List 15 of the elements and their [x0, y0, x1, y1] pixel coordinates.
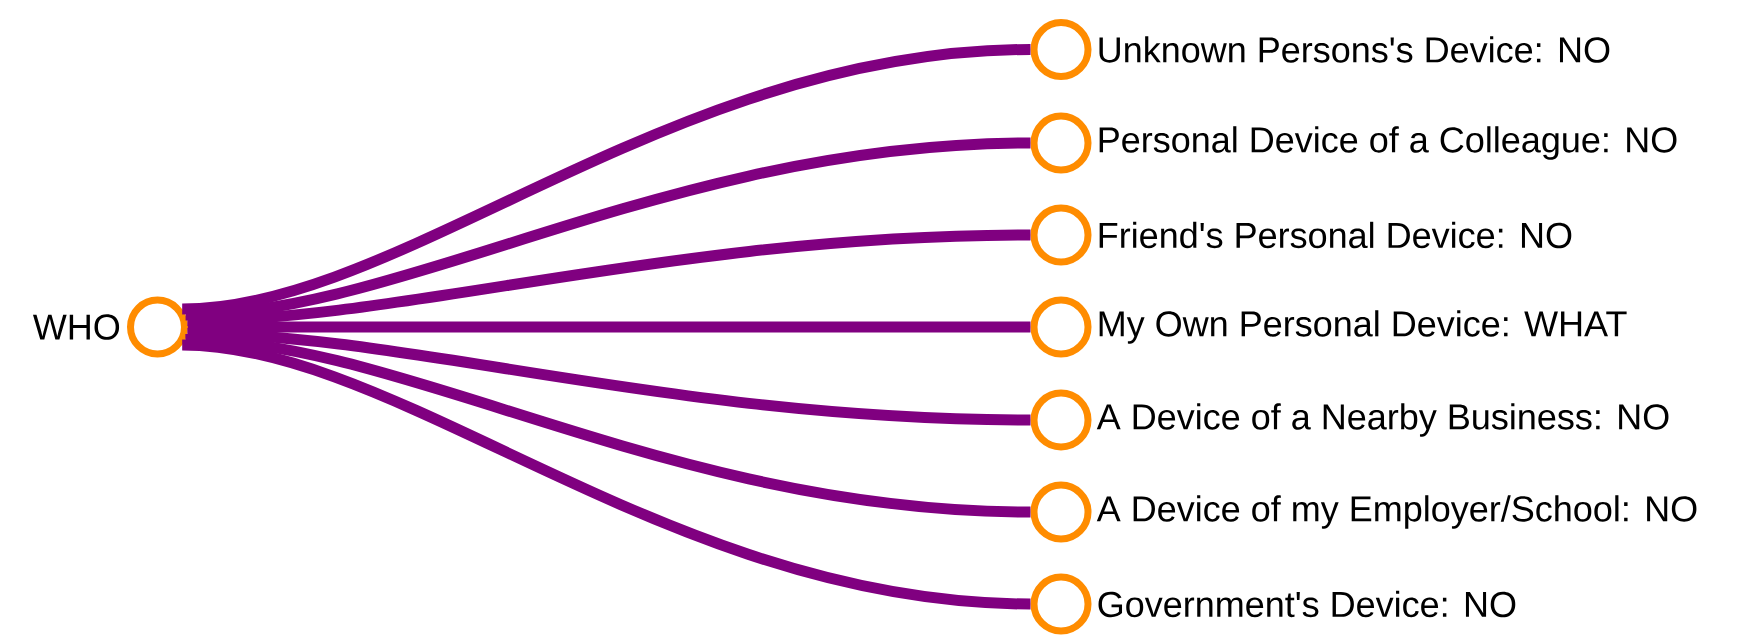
node-label: My Own Personal Device: WHAT [1099, 310, 1627, 344]
connector-line [185, 137, 1031, 321]
node-label: Personal Device of a Colleague: NO [1099, 126, 1677, 160]
connector-line [187, 327, 1031, 426]
node-label: Friend's Personal Device: NO [1099, 221, 1572, 249]
node-label: A Device of my Employer/School: NO [1096, 495, 1697, 529]
node-label: Unknown Persons's Device: NO [1099, 36, 1610, 63]
connector-line [187, 229, 1031, 327]
connector-line [185, 333, 1031, 518]
node-label: WHO [33, 314, 120, 340]
connector-line [181, 339, 1031, 610]
node-label: Government's Device: NO [1098, 590, 1516, 618]
connector-line [188, 321, 1031, 333]
connector-line [181, 44, 1031, 315]
node-label: A Device of a Nearby Business: NO [1096, 403, 1669, 437]
